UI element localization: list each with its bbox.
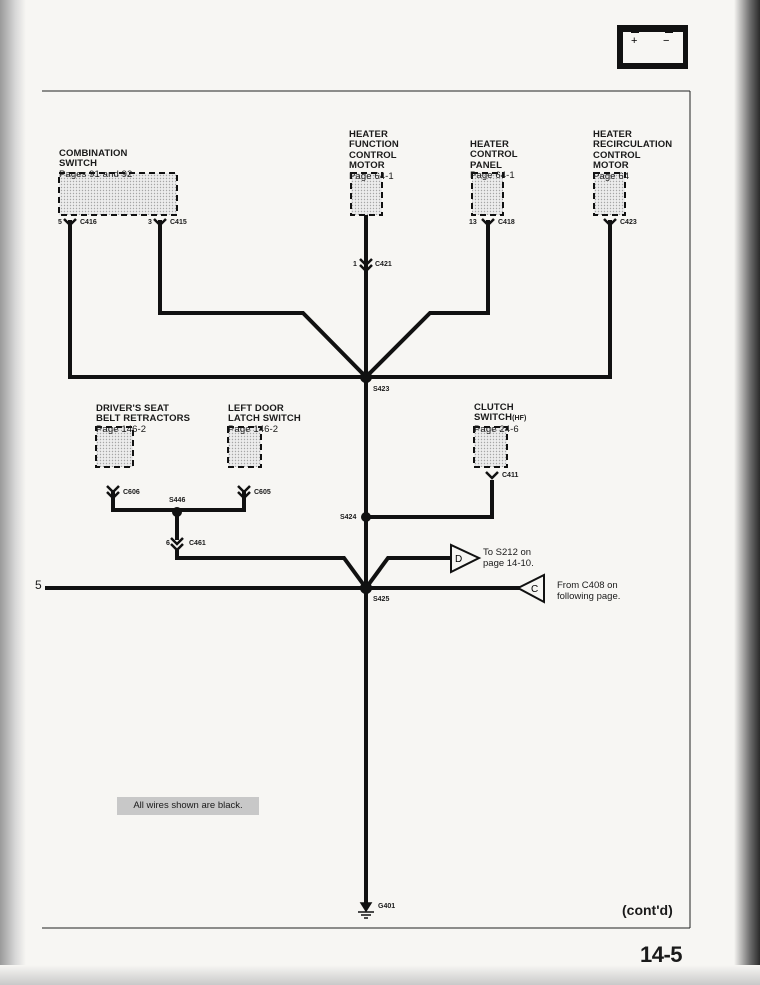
c418-pin: 13	[469, 219, 477, 226]
drivers-seat-belt-page: Page 146-2	[96, 423, 147, 435]
c416-pin: 5	[58, 219, 62, 226]
heater-control-panel-name: HEATER CONTROL PANEL	[470, 138, 518, 171]
connector-c415-symbol	[153, 218, 167, 227]
c461-label: C461	[189, 540, 206, 547]
battery-minus-label: −	[663, 35, 669, 47]
connector-c606-symbol-b	[106, 491, 120, 500]
g401-label: G401	[378, 903, 396, 910]
c416-label: C416	[80, 219, 97, 226]
s425-label: S425	[373, 596, 390, 603]
wire-c461-to-s425	[175, 550, 368, 590]
battery-icon: + −	[617, 25, 688, 69]
connector-c461-symbol-a	[170, 537, 184, 546]
heater-function-motor-name: HEATER FUNCTION CONTROL MOTOR	[349, 128, 399, 171]
ref-c-letter: C	[531, 584, 538, 595]
s423-label: S423	[373, 386, 390, 393]
wire-c411-to-s424	[366, 480, 494, 519]
splice-s423-dot	[360, 371, 372, 383]
left-door-latch-box	[227, 426, 262, 468]
connector-c416-symbol	[63, 218, 77, 227]
scan-shadow-bottom	[0, 965, 760, 985]
combination-switch-box	[58, 172, 178, 216]
page-number: 14-5	[640, 942, 683, 967]
wire-c416-to-s423-loop	[68, 220, 612, 379]
s424-label: S424	[340, 514, 357, 521]
heater-control-panel-page: Page 64-1	[470, 170, 515, 181]
connector-c605-symbol-a	[237, 485, 251, 494]
c411-label: C411	[502, 472, 519, 479]
drivers-seat-belt-name: DRIVER'S SEAT BELT RETRACTORS	[96, 402, 191, 424]
heater-recirc-motor-name: HEATER RECIRCULATION CONTROL MOTOR	[593, 128, 673, 171]
wire-color-note: All wires shown are black.	[117, 797, 259, 815]
heater-control-panel-box	[471, 172, 504, 216]
combination-switch-name: COMBINATION SWITCH	[59, 147, 128, 169]
ref-c-arrow	[515, 573, 545, 604]
clutch-switch-label: CLUTCH SWITCH(HF) Page 24-6	[474, 392, 526, 446]
battery-plus-label: +	[631, 35, 637, 47]
heater-control-panel-label: HEATER CONTROL PANEL Page 64-1	[470, 129, 518, 192]
c415-pin: 3	[148, 219, 152, 226]
wire-c415-to-s423	[158, 220, 368, 379]
combination-switch-page: Pages 91 and 92	[59, 168, 133, 180]
ground-g401-icon	[358, 902, 374, 919]
ref-d-arrow	[450, 543, 482, 574]
c421-label: C421	[375, 261, 392, 268]
heater-recirc-motor-label: HEATER RECIRCULATION CONTROL MOTOR Page …	[593, 119, 672, 193]
ref-c-text: From C408 on following page.	[557, 580, 621, 602]
connector-c461-symbol-b	[170, 543, 184, 552]
connector-c605-symbol-b	[237, 491, 251, 500]
heater-function-motor-page: Page 64-1	[349, 170, 394, 182]
c415-label: C415	[170, 219, 187, 226]
left-edge-number: 5	[35, 578, 42, 592]
c461-pin: 6	[166, 540, 170, 547]
connector-c418-symbol	[481, 218, 495, 227]
drivers-seat-belt-label: DRIVER'S SEAT BELT RETRACTORS Page 146-2	[96, 393, 190, 446]
connector-c411-symbol	[485, 471, 499, 480]
clutch-switch-name: CLUTCH SWITCH	[474, 401, 514, 423]
ref-d-text: To S212 on page 14-10.	[483, 547, 534, 569]
clutch-switch-page: Page 24-6	[474, 423, 519, 435]
s446-label: S446	[169, 497, 186, 504]
connector-c421-symbol-a	[359, 258, 373, 267]
c606-label: C606	[123, 489, 140, 496]
heater-recirc-motor-page: Page 64	[593, 170, 630, 182]
c421-pin: 1	[353, 261, 357, 268]
left-door-latch-page: Page 146-2	[228, 423, 279, 435]
splice-s424-dot	[361, 512, 371, 522]
connector-c421-symbol-b	[359, 264, 373, 273]
wire-c418-to-s423	[364, 220, 490, 379]
c605-label: C605	[254, 489, 271, 496]
heater-function-motor-label: HEATER FUNCTION CONTROL MOTOR Page 64-1	[349, 119, 399, 193]
scan-shadow-left	[0, 0, 26, 985]
continued-label: (cont'd)	[622, 902, 673, 918]
left-door-latch-name: LEFT DOOR LATCH SWITCH	[228, 402, 301, 424]
combination-switch-label: COMBINATION SWITCH Pages 91 and 92	[59, 138, 132, 191]
connector-c606-symbol-a	[106, 485, 120, 494]
c418-label: C418	[498, 219, 515, 226]
clutch-switch-box	[473, 426, 508, 468]
left-door-latch-label: LEFT DOOR LATCH SWITCH Page 146-2	[228, 393, 301, 446]
clutch-switch-suffix: (HF)	[512, 415, 527, 422]
drivers-seat-belt-box	[95, 426, 134, 468]
wire-s425-to-ref-d	[364, 556, 455, 590]
heater-recirc-motor-box	[593, 172, 626, 216]
heater-function-motor-box	[350, 172, 383, 216]
splice-s425-dot	[360, 582, 372, 594]
splice-s446-dot	[172, 507, 182, 517]
c423-label: C423	[620, 219, 637, 226]
scan-shadow-right	[734, 0, 760, 985]
connector-c423-symbol	[603, 218, 617, 227]
ref-d-letter: D	[455, 554, 462, 565]
